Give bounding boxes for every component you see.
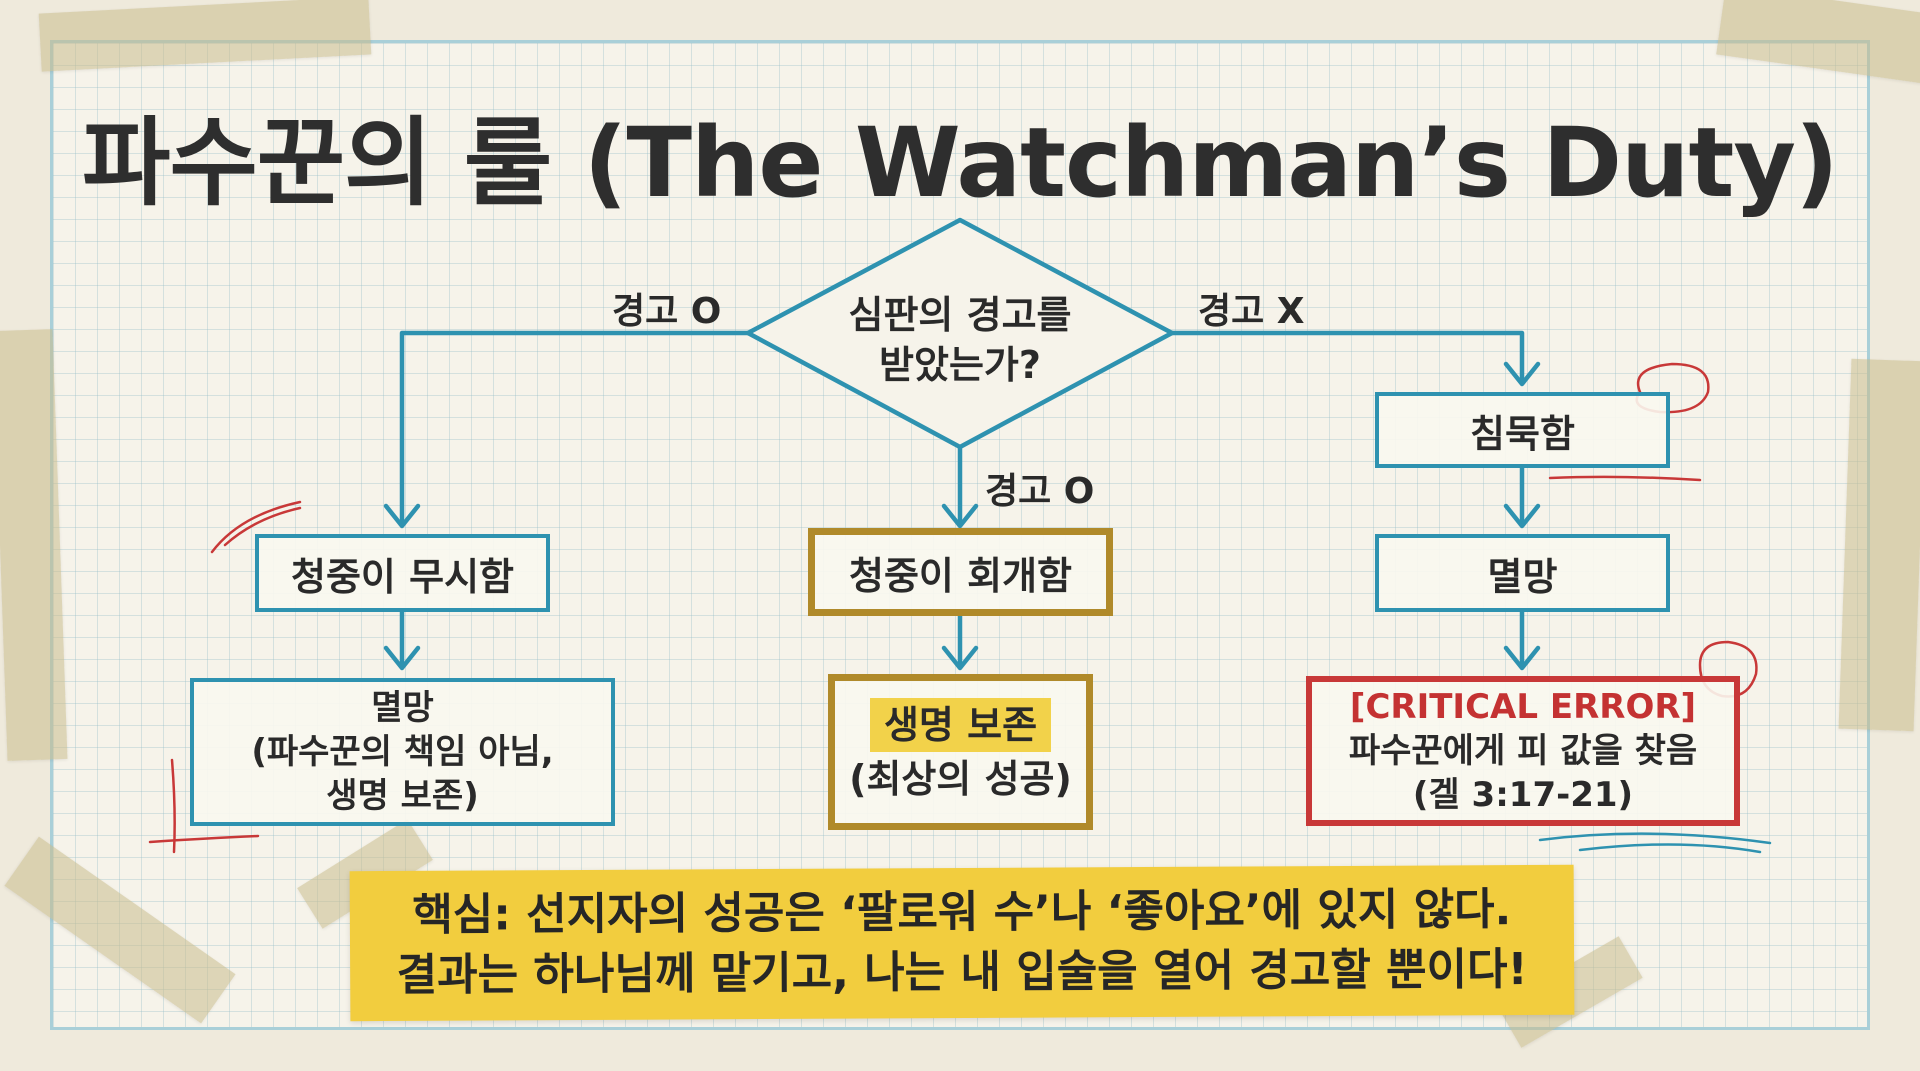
- edge-label-center: 경고 O: [985, 471, 1095, 512]
- page-title: 파수꾼의 룰 (The Watchman’s Duty): [82, 107, 1839, 219]
- banner-line-2: 결과는 하나님께 맡기고, 나는 내 입술을 열어 경고할 뿐이다!: [396, 944, 1528, 1001]
- banner-line-1: 핵심: 선지자의 성공은 ‘팔로워 수’나 ‘좋아요’에 있지 않다.: [412, 884, 1512, 941]
- edge-right-step2-arrowhead: [1503, 645, 1541, 671]
- red-scribble-right-underline: [1548, 475, 1702, 482]
- left-step-box: 청중이 무시함: [255, 534, 550, 612]
- edge-label-right: 경고 X: [1198, 291, 1305, 332]
- right-step1-text: 침묵함: [1470, 411, 1575, 456]
- left-result-box: 멸망 (파수꾼의 책임 아님, 생명 보존): [190, 678, 615, 826]
- edge-left-arrowhead: [383, 503, 421, 529]
- red-scribble-left-bottom: [148, 834, 260, 844]
- red-scribble-left-top-2: [223, 506, 302, 547]
- left-result-line-1: 멸망: [371, 688, 434, 728]
- center-result-highlight: 생명 보존: [869, 698, 1052, 752]
- edge-left-line: [399, 330, 751, 527]
- left-result-line-2: (파수꾼의 책임 아님,: [251, 732, 554, 772]
- center-result-line-2: (최상의 성공): [849, 757, 1072, 801]
- left-result-line-3: 생명 보존): [326, 776, 479, 816]
- center-step-box: 청중이 회개함: [808, 528, 1113, 616]
- right-step2-box: 멸망: [1375, 534, 1670, 612]
- critical-error-box: [CRITICAL ERROR] 파수꾼에게 피 값을 찾음 (겔 3:17-2…: [1306, 676, 1740, 826]
- critical-error-line-2: 파수꾼에게 피 값을 찾음: [1348, 731, 1698, 771]
- decision-line-2: 받았는가?: [879, 343, 1041, 387]
- critical-error-reference: (겔 3:17-21): [1412, 775, 1634, 815]
- blue-scribble-error: [1538, 832, 1772, 845]
- red-scribble-left-vertical: [170, 758, 176, 854]
- edge-center-step-arrowhead: [941, 645, 979, 671]
- center-result-box: 생명 보존 (최상의 성공): [828, 674, 1093, 830]
- edge-right-line: [1169, 330, 1525, 385]
- right-step1-box: 침묵함: [1375, 392, 1670, 468]
- right-step2-text: 멸망: [1487, 554, 1558, 599]
- edge-left-step-arrowhead: [383, 645, 421, 671]
- left-step-text: 청중이 무시함: [291, 554, 514, 599]
- edge-label-left: 경고 O: [612, 291, 722, 332]
- blue-scribble-error-2: [1578, 843, 1762, 854]
- edge-center-arrowhead: [941, 503, 979, 529]
- key-message-banner: 핵심: 선지자의 성공은 ‘팔로워 수’나 ‘좋아요’에 있지 않다. 결과는 …: [349, 864, 1575, 1022]
- decision-node-text: 심판의 경고를 받았는가?: [810, 290, 1110, 390]
- edge-right-arrowhead: [1503, 361, 1541, 387]
- critical-error-label: [CRITICAL ERROR]: [1349, 687, 1697, 727]
- red-scribble-left-top: [210, 500, 302, 554]
- edge-right-step1-arrowhead: [1503, 503, 1541, 529]
- center-step-text: 청중이 회개함: [849, 553, 1072, 598]
- decision-line-1: 심판의 경고를: [848, 293, 1072, 337]
